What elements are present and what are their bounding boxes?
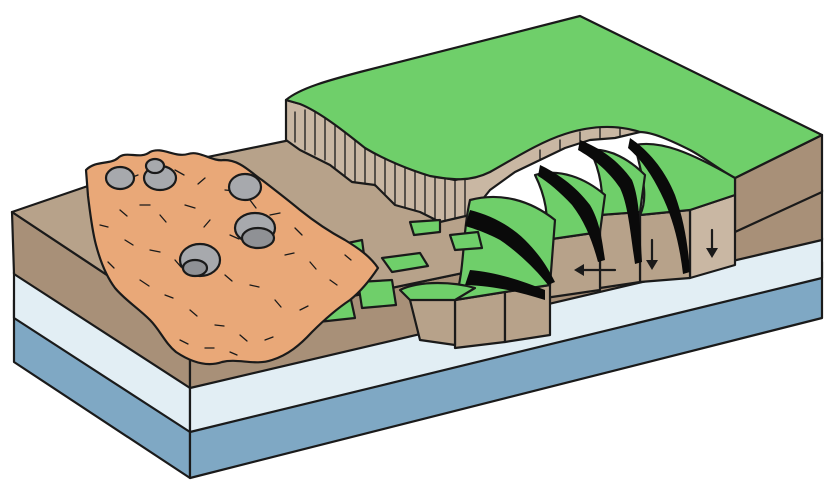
boulder-3	[229, 174, 261, 200]
slump-block-1-front	[455, 292, 505, 348]
boulder-1	[106, 167, 134, 189]
boulder-5	[180, 244, 220, 276]
